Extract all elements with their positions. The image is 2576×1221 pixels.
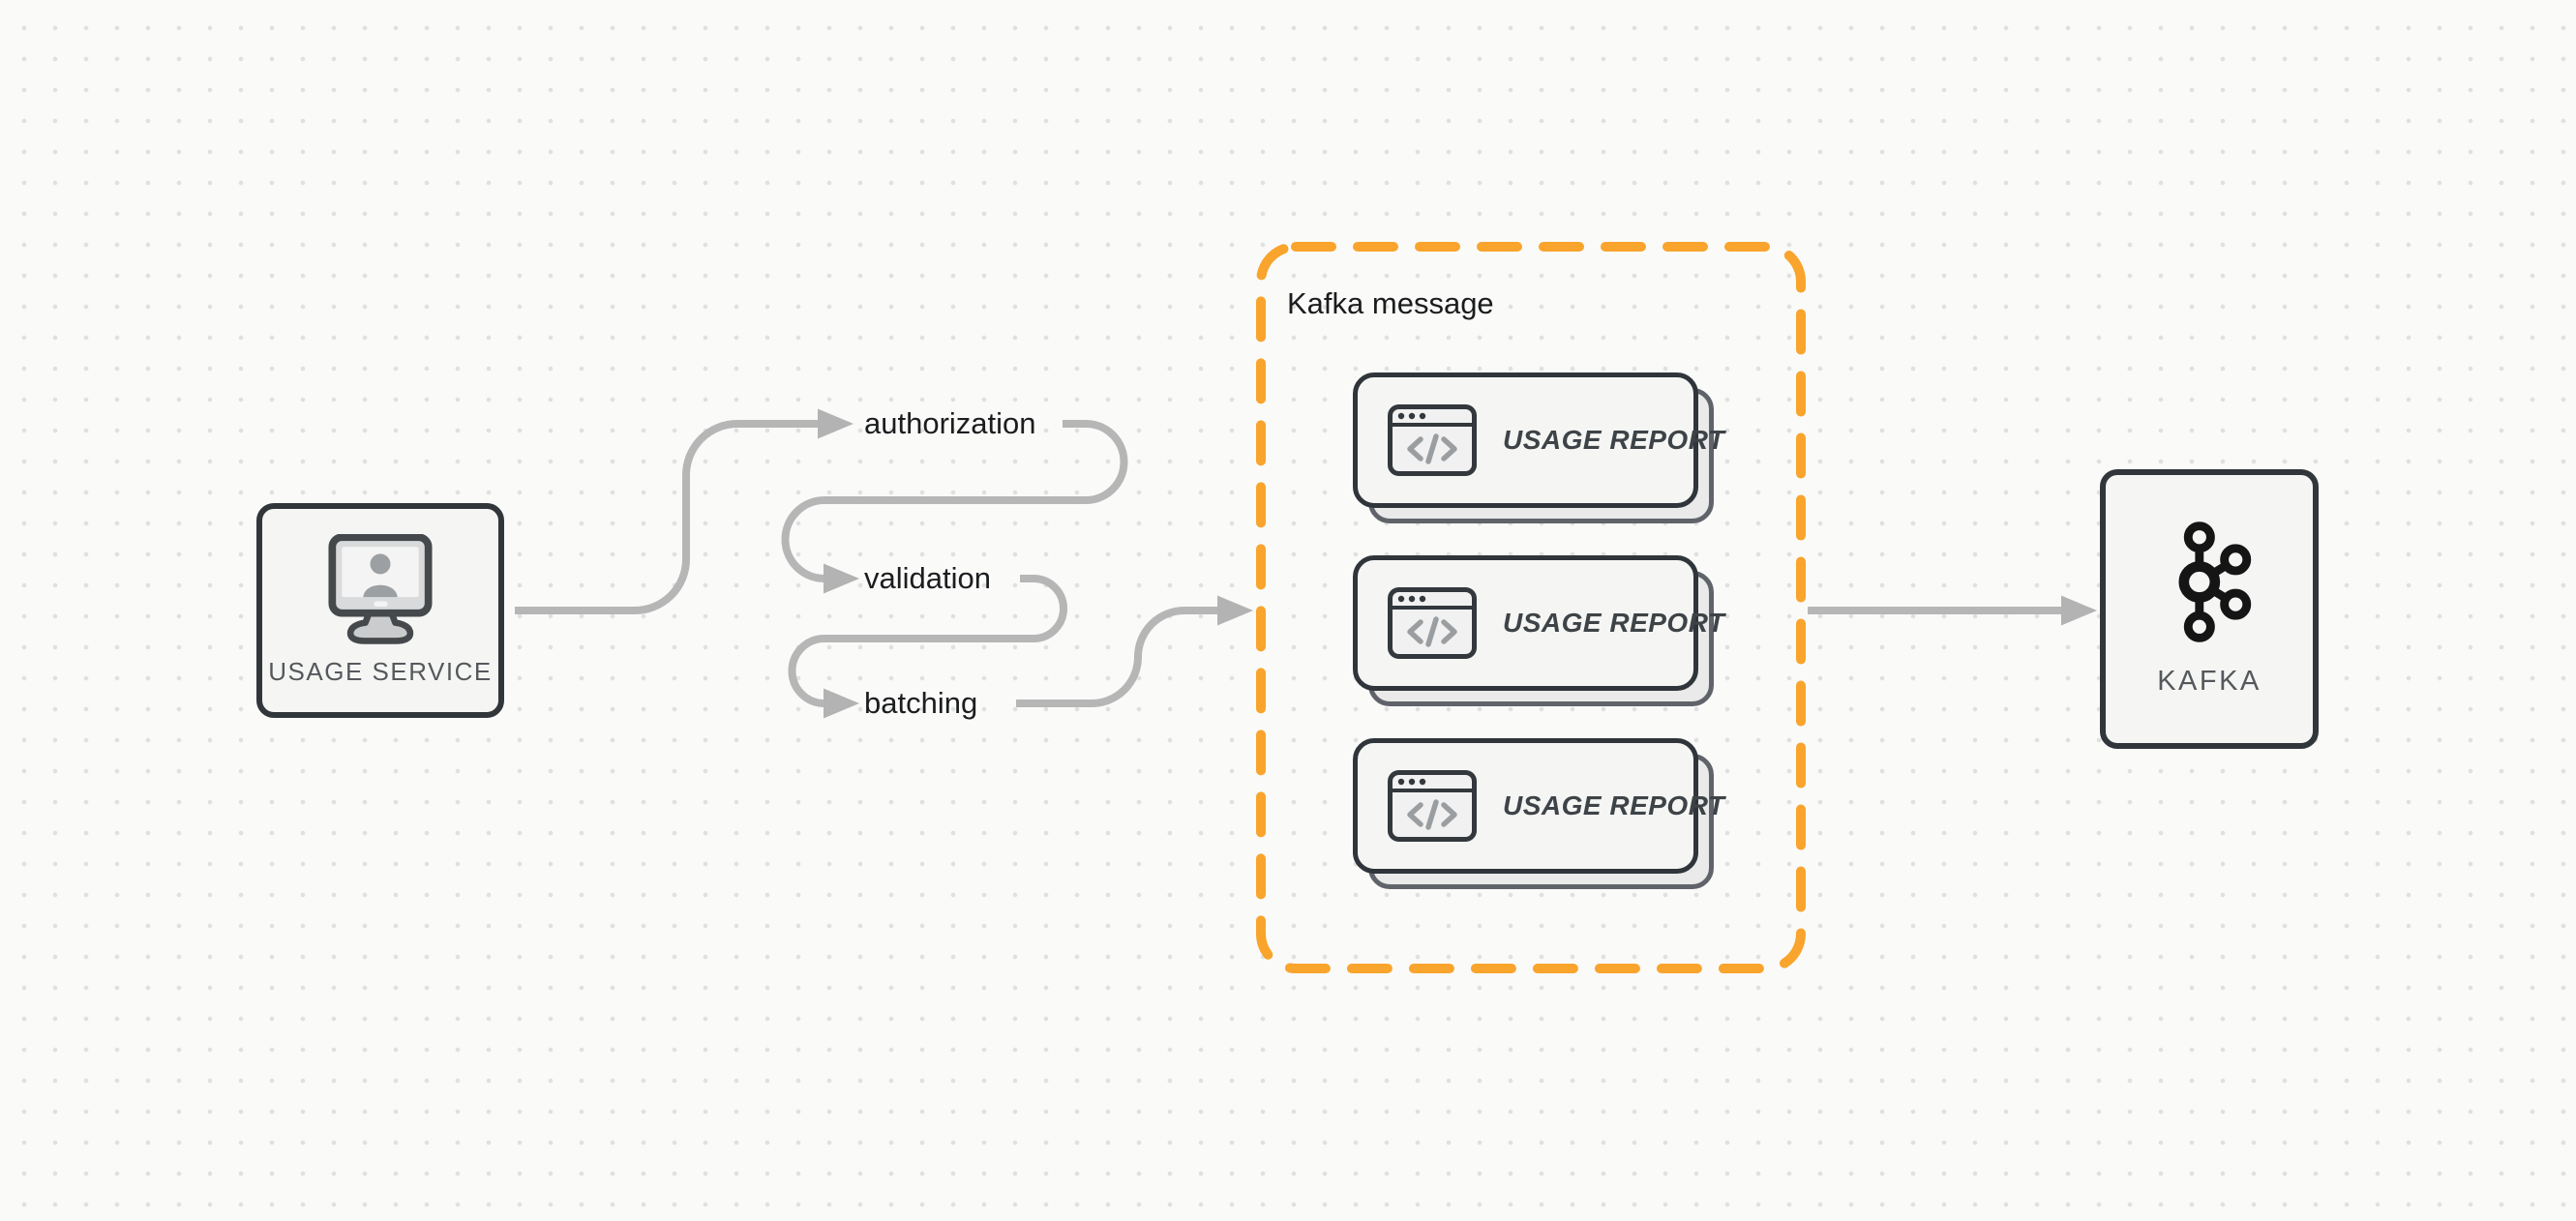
- usage-report-label: USAGE REPORT: [1503, 790, 1725, 820]
- usage-report-label: USAGE REPORT: [1503, 608, 1725, 638]
- usage-service-node: USAGE SERVICE: [256, 503, 504, 718]
- kafka-label: KAFKA: [2157, 665, 2261, 697]
- arrow-service-to-authorization: [515, 408, 854, 614]
- kafka-message-group: Kafka message USAGE REPORT: [1256, 242, 1806, 973]
- card-front: USAGE REPORT: [1353, 372, 1724, 508]
- usage-service-label: USAGE SERVICE: [268, 657, 493, 686]
- code-window-icon: [1388, 587, 1477, 659]
- kafka-message-title: Kafka message: [1287, 286, 1494, 320]
- usage-report-label: USAGE REPORT: [1503, 425, 1725, 455]
- card-front: USAGE REPORT: [1353, 738, 1724, 874]
- card-front: USAGE REPORT: [1353, 555, 1724, 691]
- kafka-node: KAFKA: [2100, 469, 2319, 749]
- arrow-batching-to-kafka-message: [1016, 595, 1253, 707]
- arrow-authorization-to-validation: [781, 420, 1128, 594]
- kafka-logo-icon: [2177, 521, 2251, 642]
- arrow-validation-to-batching: [788, 575, 1068, 719]
- usage-report-card: USAGE REPORT: [1353, 738, 1724, 889]
- arrow-kafka-message-to-kafka: [1808, 595, 2097, 626]
- monitor-user-icon: [328, 534, 433, 644]
- flow-step-authorization: authorization: [864, 406, 1036, 440]
- flow-step-batching: batching: [864, 686, 978, 720]
- code-window-icon: [1388, 404, 1477, 476]
- code-window-icon: [1388, 770, 1477, 842]
- kafka-message-dashed-border: [1256, 242, 1806, 973]
- usage-report-card: USAGE REPORT: [1353, 372, 1724, 523]
- flow-step-validation: validation: [864, 561, 991, 595]
- usage-report-card: USAGE REPORT: [1353, 555, 1724, 706]
